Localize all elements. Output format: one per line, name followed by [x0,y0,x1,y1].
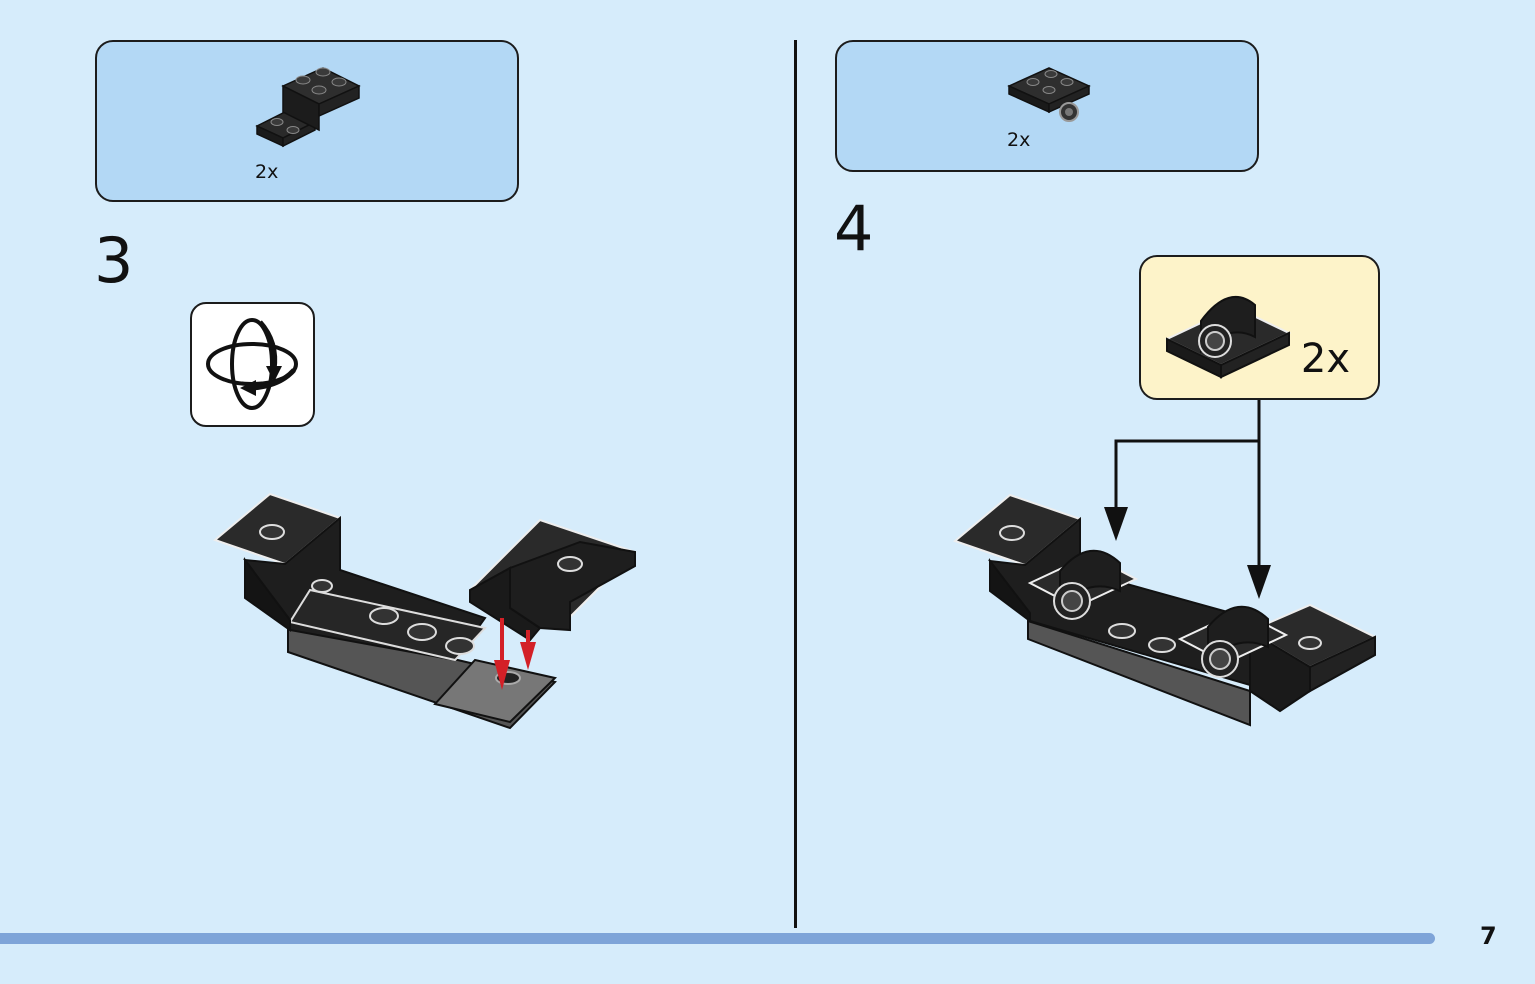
step-divider [794,40,797,928]
clip-plate-callout-icon [1164,296,1292,379]
bracket-brick-icon [255,67,361,148]
step-number: 4 [834,192,874,265]
page-footer-bar [0,933,1435,944]
page-number: 7 [1480,922,1497,950]
step-3-assembly-icon [212,492,637,730]
plate-with-clip-icon [1007,67,1091,122]
step-number: 3 [94,224,134,297]
part-quantity: 2x [255,161,279,183]
step-3-parts-box: 2x [95,40,519,202]
step-4-parts-box: 2x [835,40,1259,172]
step-4-assembly-icon [952,400,1378,727]
callout-quantity: 2x [1300,336,1350,382]
sub-assembly-callout: 2x [1139,255,1380,400]
rotate-model-icon [206,318,298,410]
part-quantity: 2x [1007,129,1031,151]
rotate-hint-box [190,302,315,427]
